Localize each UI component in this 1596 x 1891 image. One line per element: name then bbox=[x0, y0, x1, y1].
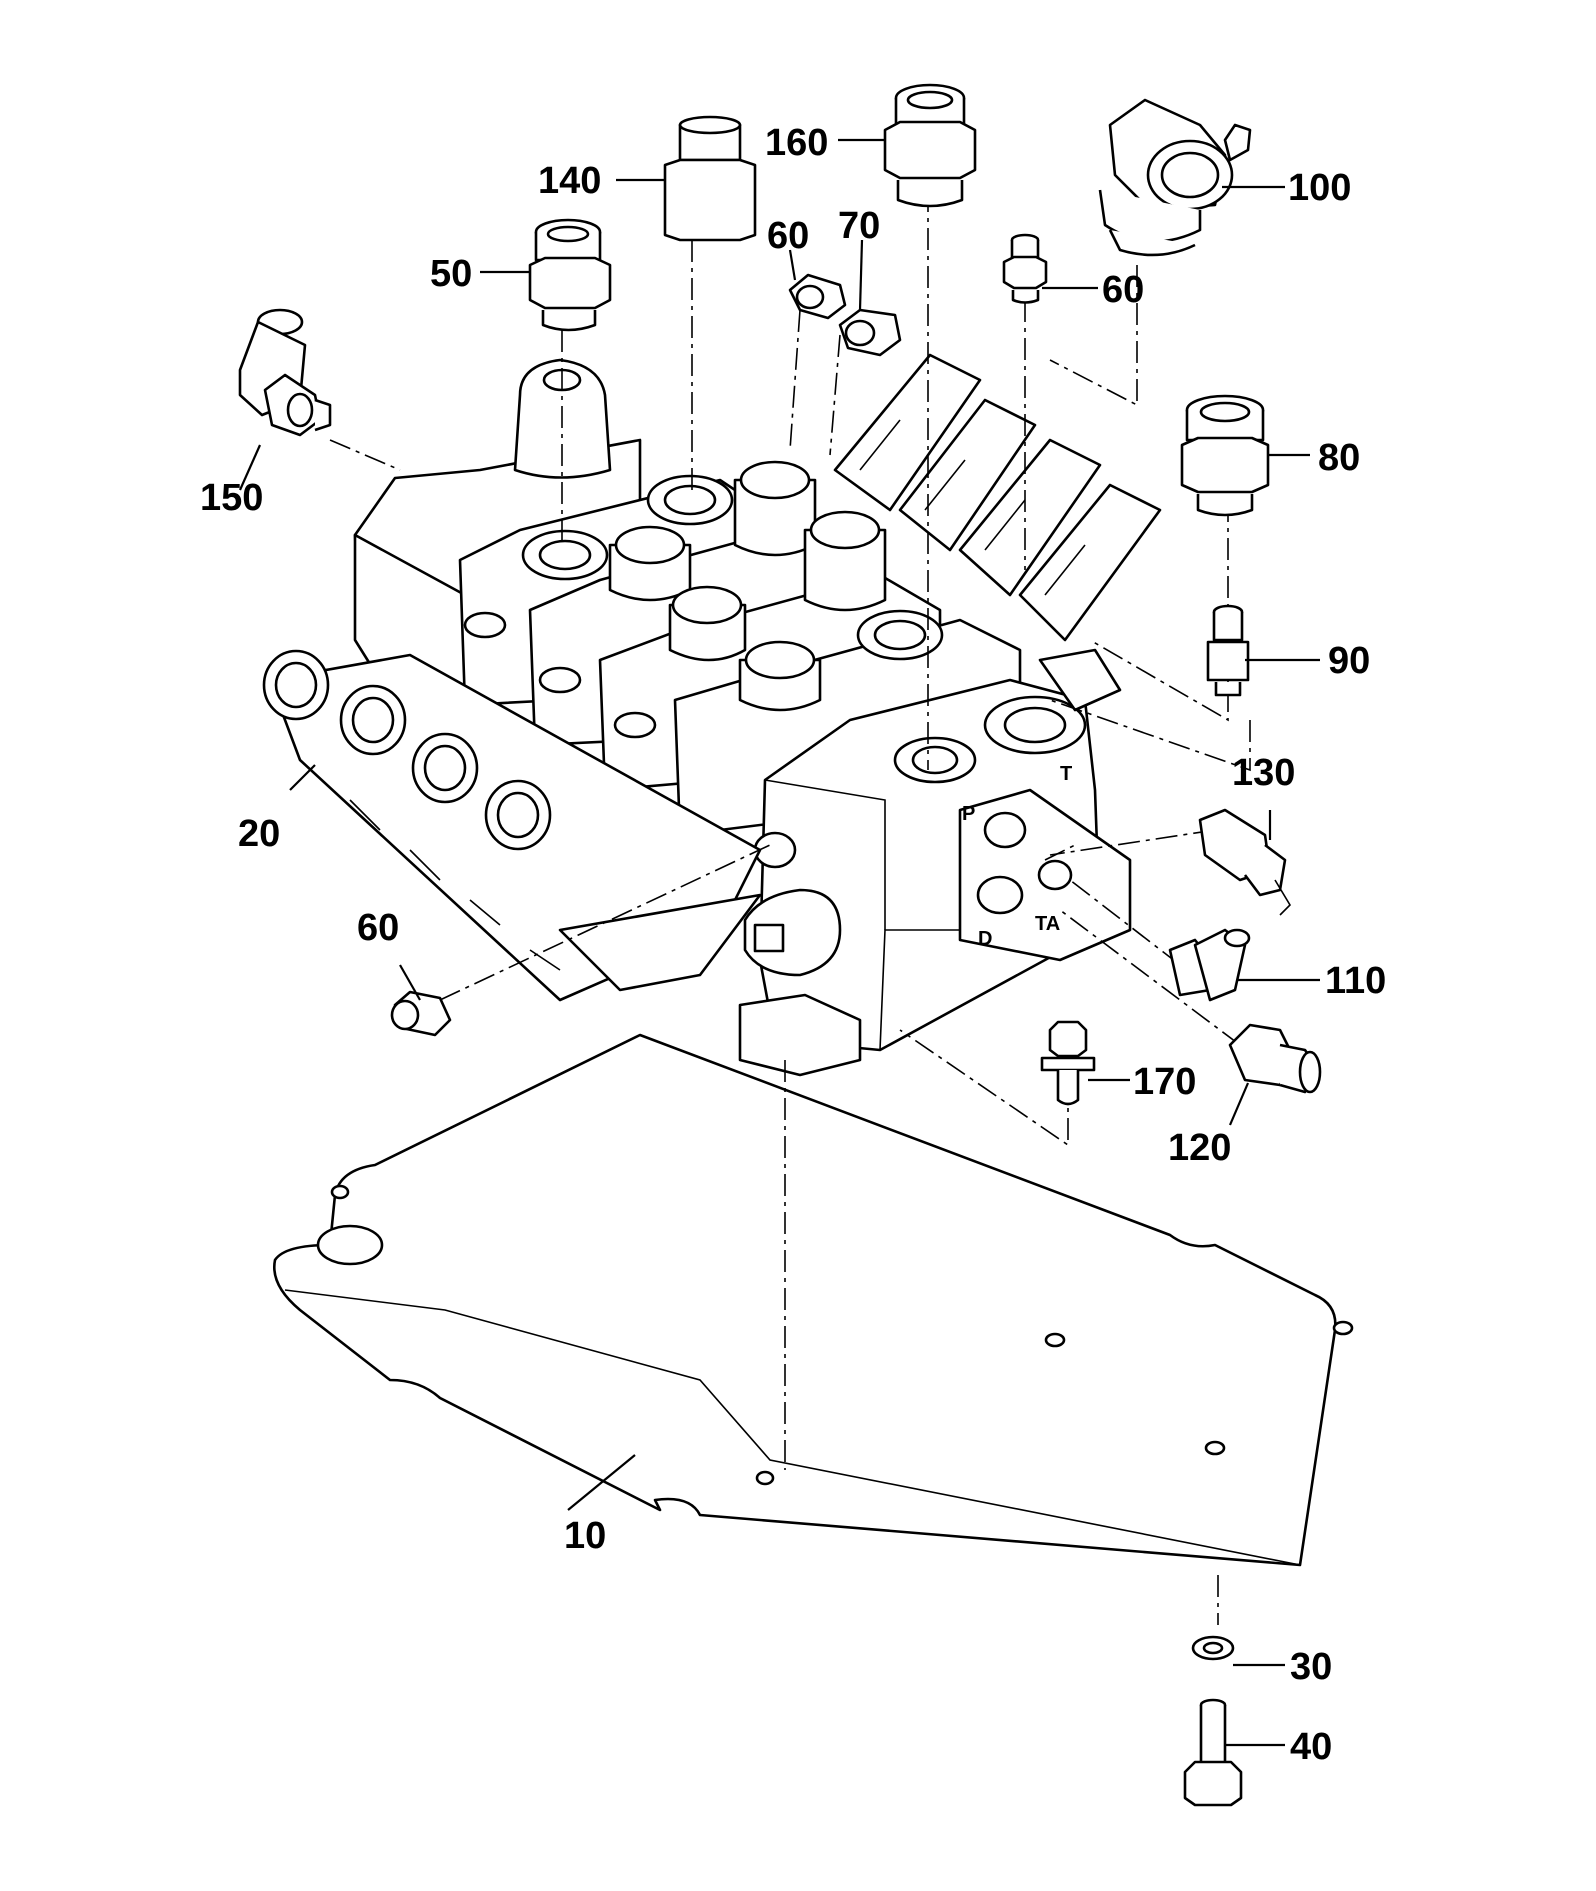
port-letter-d: D bbox=[978, 928, 992, 950]
callout-10: 10 bbox=[564, 1515, 606, 1557]
port-letter-ta: TA bbox=[1035, 913, 1060, 935]
callout-80: 80 bbox=[1318, 437, 1360, 479]
bolt-170 bbox=[1040, 1020, 1096, 1106]
port-letter-t: T bbox=[1060, 763, 1072, 785]
callout-60-right: 60 bbox=[1102, 269, 1144, 311]
callout-140: 140 bbox=[538, 160, 601, 202]
small-fitting-60-left bbox=[390, 990, 452, 1037]
callout-labels: 140 160 100 60 70 50 60 80 150 90 130 20… bbox=[200, 122, 1386, 1768]
callout-110: 110 bbox=[1325, 960, 1386, 1002]
callout-170: 170 bbox=[1133, 1061, 1196, 1103]
elbow-fitting-150 bbox=[238, 308, 332, 437]
plug-fitting-140 bbox=[663, 115, 757, 242]
callout-30: 30 bbox=[1290, 1646, 1332, 1688]
callout-60-top: 60 bbox=[767, 215, 809, 257]
callout-100: 100 bbox=[1288, 167, 1351, 209]
fitting-70 bbox=[838, 308, 902, 357]
adapter-fitting-120 bbox=[1228, 1023, 1322, 1094]
spool-actuator-bank bbox=[262, 649, 762, 1002]
callout-50: 50 bbox=[430, 253, 472, 295]
callout-150: 150 bbox=[200, 477, 263, 519]
assembly-center-lines bbox=[329, 190, 1251, 1625]
small-fitting-60-right bbox=[1002, 233, 1048, 304]
bolt-40 bbox=[1183, 1698, 1243, 1807]
fitting-90 bbox=[1206, 604, 1250, 697]
valve-levers bbox=[833, 353, 1162, 712]
port-letter-p: P bbox=[962, 803, 975, 825]
elbow-fitting-100 bbox=[1098, 98, 1252, 257]
elbow-fitting-110 bbox=[1168, 928, 1251, 1002]
sensor-130 bbox=[1198, 808, 1292, 916]
callout-160: 160 bbox=[765, 122, 828, 164]
callout-130: 130 bbox=[1232, 752, 1295, 794]
callout-70: 70 bbox=[838, 205, 880, 247]
valve-section-caps bbox=[463, 358, 944, 739]
callout-60-left: 60 bbox=[357, 907, 399, 949]
port-markings: T D P TA bbox=[962, 763, 1072, 950]
washer-30 bbox=[1191, 1635, 1235, 1661]
callout-120: 120 bbox=[1168, 1127, 1231, 1169]
adapter-fitting-160 bbox=[883, 83, 977, 208]
adapter-fitting-80 bbox=[1180, 394, 1270, 517]
adapter-fitting-50 bbox=[528, 218, 612, 332]
leader-lines bbox=[238, 138, 1320, 1747]
mounting-plate bbox=[272, 1033, 1354, 1567]
callout-90: 90 bbox=[1328, 640, 1370, 682]
small-fitting-60-top bbox=[788, 273, 847, 320]
callout-40: 40 bbox=[1290, 1726, 1332, 1768]
callout-20: 20 bbox=[238, 813, 280, 855]
